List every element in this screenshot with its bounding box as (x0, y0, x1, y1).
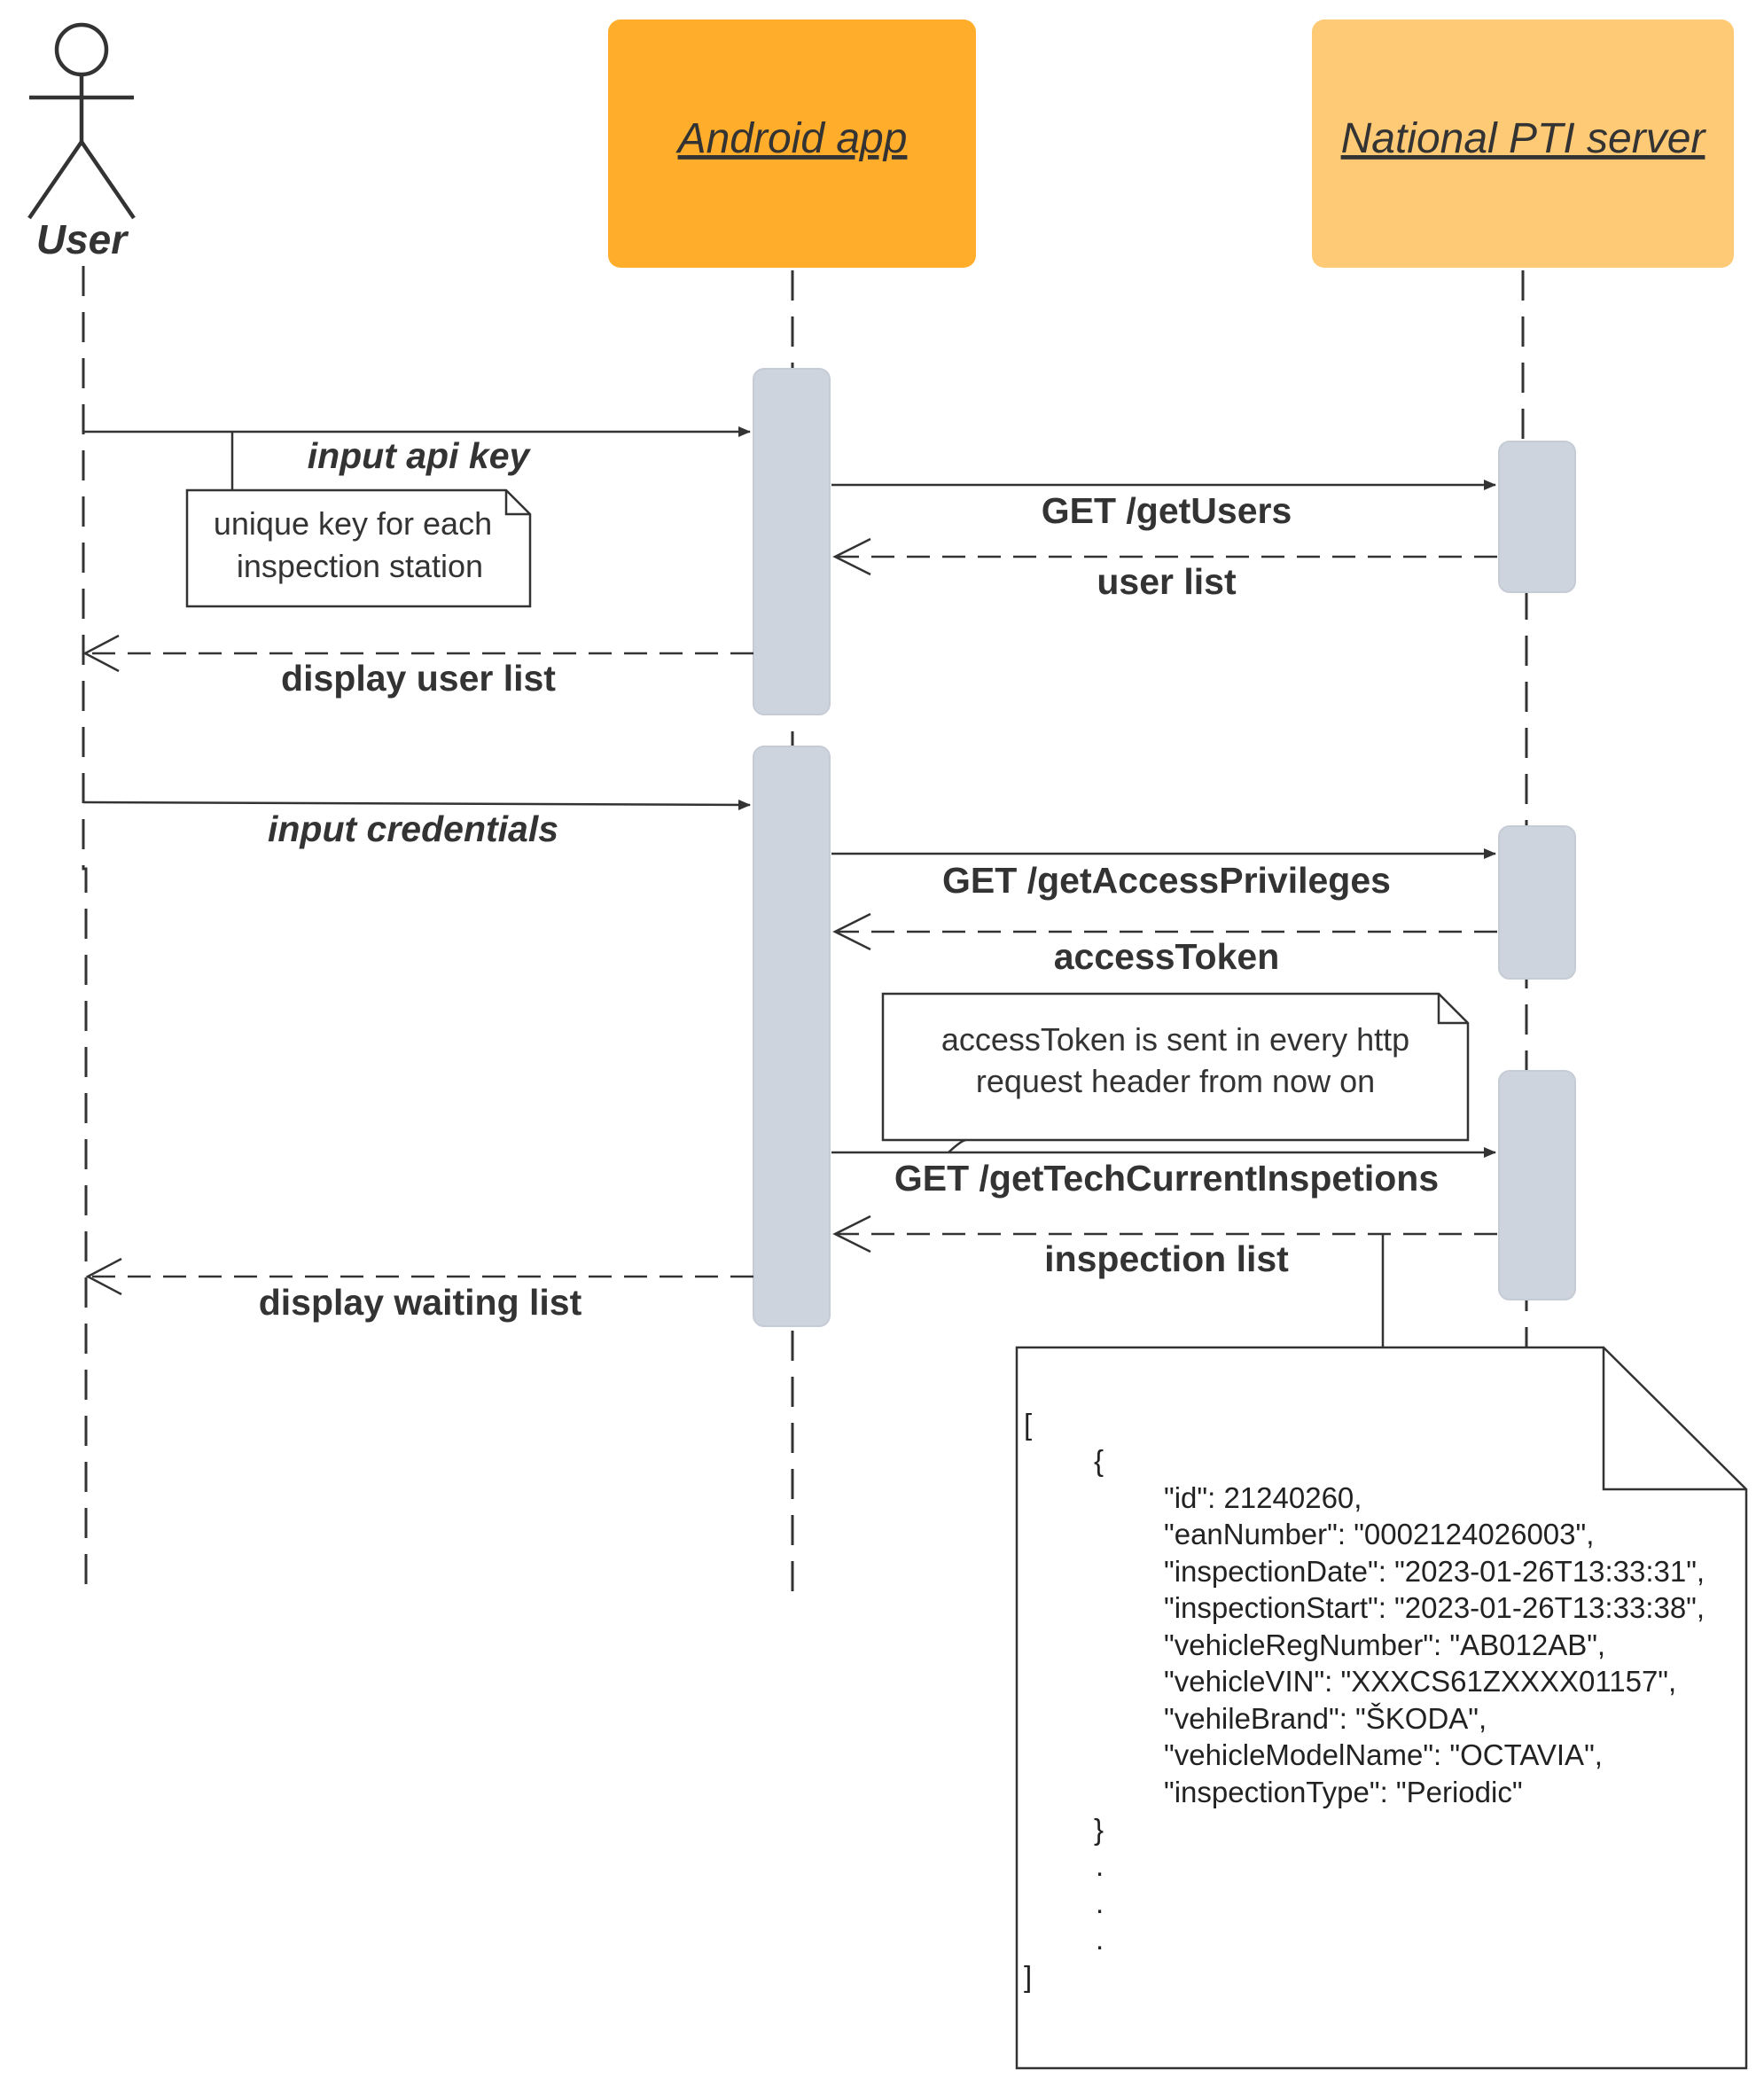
json-field: "inspectionType": "Periodic" (1164, 1776, 1523, 1808)
token-note-line-2: request header from now on (976, 1063, 1375, 1099)
message-display-user-list: display user list (82, 634, 753, 699)
actor-user-label: User (36, 216, 129, 262)
note-access-token: accessToken is sent in every http reques… (881, 992, 1470, 1153)
message-get-tech-current-inspections: GET /getTechCurrentInspetions (831, 1147, 1496, 1199)
message-get-users: GET /getUsers (831, 480, 1496, 531)
api-key-note-line-1: unique key for each (214, 505, 492, 542)
json-note-fold (1602, 1347, 1746, 1491)
android-app-box (608, 20, 976, 268)
json-field: "vehileBrand": "ŠKODA", (1164, 1702, 1487, 1735)
inspection-list-arrowhead (832, 1214, 871, 1253)
json-close-bracket: ] (1024, 1960, 1032, 1993)
display-user-list-arrowhead (82, 634, 120, 673)
json-field: "inspectionDate": "2023-01-26T13:33:31", (1164, 1555, 1705, 1588)
json-field: "inspectionStart": "2023-01-26T13:33:38"… (1164, 1591, 1705, 1624)
json-field: "vehicleVIN": "XXXCS61ZXXXX01157", (1164, 1665, 1676, 1698)
message-display-waiting-list: display waiting list (85, 1257, 753, 1323)
message-inspection-list: inspection list (832, 1214, 1497, 1279)
note-json-response: [ { "id": 21240260, "eanNumber": "000212… (1015, 1234, 1748, 2070)
token-note-fold (1437, 994, 1468, 1025)
json-ellipsis-dot: . (1096, 1849, 1104, 1882)
json-field: "vehicleRegNumber": "AB012AB", (1164, 1628, 1605, 1661)
participant-android-app: Android app (608, 20, 976, 268)
get-users-label: GET /getUsers (1042, 490, 1292, 531)
message-access-token: accessToken (832, 912, 1497, 977)
display-user-list-label: display user list (281, 658, 556, 699)
android-activation-2 (753, 746, 831, 1327)
user-list-label: user list (1097, 561, 1237, 602)
token-note-connector (948, 1138, 967, 1153)
display-waiting-list-label: display waiting list (259, 1282, 582, 1323)
inspection-list-label: inspection list (1044, 1238, 1289, 1279)
user-list-arrowhead (832, 537, 871, 576)
message-input-api-key: input api key (83, 426, 751, 476)
api-key-note-fold (504, 490, 530, 516)
actor-left-leg (27, 140, 83, 220)
json-open-bracket: [ (1024, 1408, 1032, 1441)
participant-pti-server: National PTI server (1312, 20, 1734, 268)
json-field: "vehicleModelName": "OCTAVIA", (1164, 1738, 1603, 1771)
json-field: "id": 21240260, (1164, 1481, 1362, 1514)
get-access-privileges-label: GET /getAccessPrivileges (942, 860, 1391, 901)
json-ellipsis-dot: . (1096, 1923, 1104, 1956)
token-note-line-1: accessToken is sent in every http (941, 1021, 1409, 1058)
access-token-label: accessToken (1054, 936, 1280, 977)
android-app-label: Android app (675, 115, 908, 162)
actor-right-leg (80, 140, 136, 220)
json-ellipsis-dot: . (1096, 1886, 1104, 1919)
android-activation-1 (753, 368, 831, 715)
actor-user: User (27, 22, 136, 262)
note-api-key: unique key for each inspection station (185, 432, 532, 608)
api-key-note-line-2: inspection station (237, 548, 483, 584)
access-token-arrowhead (832, 912, 871, 951)
json-field: "eanNumber": "0002124026003", (1164, 1518, 1594, 1550)
server-activation-3 (1498, 1070, 1576, 1300)
server-activation-2 (1498, 825, 1576, 980)
input-api-key-label: input api key (308, 435, 532, 476)
actor-head (54, 22, 109, 77)
get-tech-inspections-label: GET /getTechCurrentInspetions (894, 1158, 1439, 1199)
json-open-brace: { (1094, 1444, 1104, 1477)
json-close-brace: } (1094, 1813, 1104, 1846)
user-lifeline (82, 266, 88, 1596)
message-get-access-privileges: GET /getAccessPrivileges (831, 848, 1496, 901)
pti-server-label: National PTI server (1341, 115, 1707, 162)
input-credentials-arrow (82, 799, 751, 810)
input-credentials-label: input credentials (268, 808, 558, 849)
pti-server-box (1312, 20, 1734, 268)
json-note-box (1015, 1346, 1748, 2070)
token-note-box (881, 992, 1470, 1142)
message-user-list: user list (832, 537, 1497, 602)
api-key-note-box (185, 488, 532, 608)
server-activation-1 (1498, 441, 1576, 593)
message-input-credentials: input credentials (82, 799, 751, 849)
display-waiting-list-arrowhead (85, 1257, 122, 1296)
